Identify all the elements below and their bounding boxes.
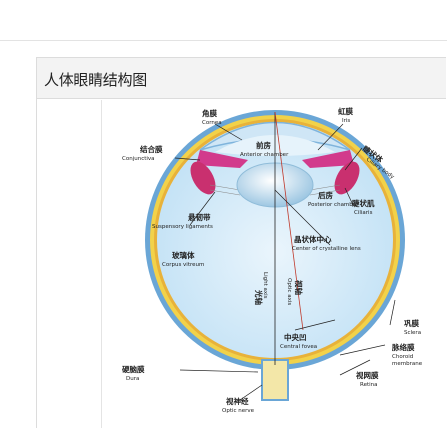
iris-right-shape bbox=[302, 150, 354, 168]
suspensory-label-en: Suspensory ligaments bbox=[152, 224, 213, 230]
vitreous-label-zh: 玻璃体 bbox=[172, 250, 195, 260]
light-axis-label-zh: 光轴 bbox=[254, 289, 264, 305]
choroid-label-en: Choroid bbox=[392, 354, 413, 360]
ciliaris-label-zh: 睫状肌 bbox=[352, 198, 375, 208]
choroid-label-zh: 脉络膜 bbox=[391, 342, 415, 352]
light-axis-label-en: Light axis bbox=[262, 272, 268, 299]
retina-label-en: Retina bbox=[360, 382, 378, 388]
cornea-label-zh: 角膜 bbox=[202, 108, 217, 118]
leader-lines bbox=[174, 123, 396, 401]
central-fovea-label-zh: 中央凹 bbox=[284, 332, 307, 342]
diagram-title: 人体眼睛结构图 bbox=[44, 71, 147, 89]
header-rule bbox=[36, 98, 446, 99]
caption-header bbox=[36, 57, 446, 99]
top-divider bbox=[0, 40, 447, 41]
lens-center-label-en: Center of crystalline lens bbox=[292, 246, 361, 252]
cornea-label-en: Cornea bbox=[202, 120, 222, 126]
ciliary-body-left bbox=[190, 161, 216, 195]
iris-label-zh: 虹膜 bbox=[338, 106, 353, 116]
optic-axis-line bbox=[274, 111, 304, 331]
optic-axis-label-zh: 视轴 bbox=[294, 280, 304, 295]
optic-axis-label-en: Optic axis bbox=[286, 278, 292, 305]
central-fovea-label-en: Central fovea bbox=[280, 344, 317, 350]
suspensory-ligaments bbox=[209, 184, 341, 196]
dura-label-zh: 硬脑膜 bbox=[122, 364, 145, 374]
iris-label-en: Iris bbox=[342, 118, 350, 124]
ciliaris-label-en: Ciliaris bbox=[354, 210, 373, 216]
ciliary-body-right bbox=[334, 161, 360, 195]
vitreous-label-en: Corpus vitreum bbox=[162, 262, 204, 268]
iris-left-shape bbox=[196, 150, 248, 168]
anterior-chamber-label-en: Anterior chamber bbox=[240, 152, 289, 158]
anterior-chamber-label-zh: 前房 bbox=[256, 140, 271, 150]
choroid-label-en-2: membrane bbox=[392, 361, 423, 367]
sclera-label-en: Sclera bbox=[404, 330, 421, 336]
posterior-chamber-label-en: Posterior chamber bbox=[308, 202, 359, 208]
suspensory-label-zh: 悬韧带 bbox=[187, 212, 211, 222]
optic-nerve-label-en: Optic nerve bbox=[222, 408, 255, 414]
diagram-frame bbox=[36, 57, 446, 428]
retina-label-zh: 视网膜 bbox=[356, 370, 379, 380]
lens-center-label-zh: 晶状体中心 bbox=[294, 234, 332, 244]
optic-nerve-shape bbox=[261, 359, 289, 401]
conjunctiva-label-en: Conjunctiva bbox=[122, 156, 155, 162]
conjunctiva-label-zh: 结合膜 bbox=[140, 144, 163, 154]
posterior-chamber-label-zh: 后房 bbox=[318, 190, 333, 200]
image-left-border bbox=[101, 100, 102, 428]
optic-nerve-label-zh: 视神经 bbox=[226, 396, 249, 406]
sclera-label-zh: 巩膜 bbox=[404, 318, 419, 328]
dura-label-en: Dura bbox=[126, 376, 139, 382]
